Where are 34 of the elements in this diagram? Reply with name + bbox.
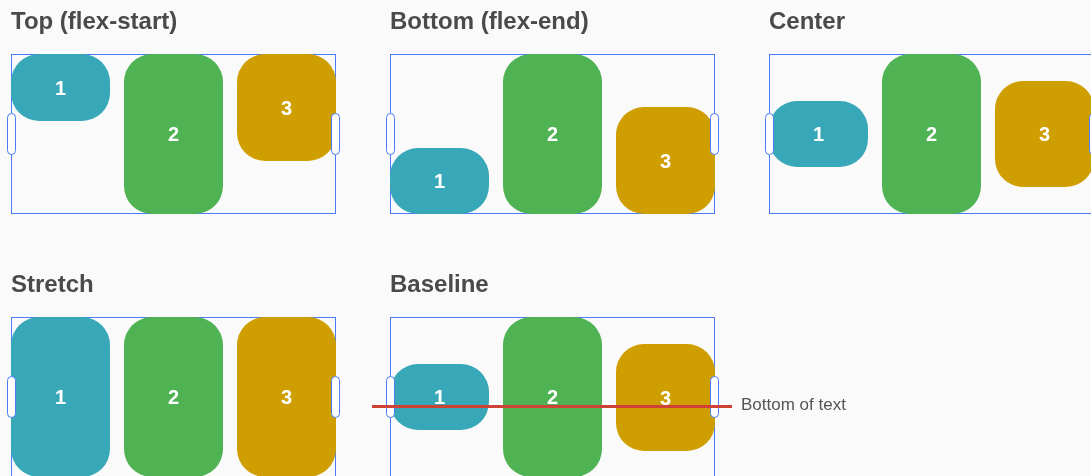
flex-item (390, 148, 489, 214)
item-number: 1 (433, 385, 446, 410)
item-number: 1 (54, 75, 67, 101)
item-number: 2 (546, 385, 559, 410)
item-number: 1 (812, 122, 825, 147)
heading: Center (769, 6, 846, 36)
flex-item (124, 54, 223, 214)
flex-item (882, 54, 981, 214)
heading: Top (flex-start) (11, 6, 178, 36)
item-number: 2 (167, 385, 180, 410)
flex-item (11, 317, 110, 476)
heading: Bottom (flex-end) (390, 6, 589, 36)
heading: Baseline (390, 269, 489, 299)
flex-item (124, 317, 223, 476)
item-number: 3 (659, 148, 672, 174)
item-number: 1 (433, 169, 446, 194)
heading: Stretch (11, 269, 94, 299)
flex-item (616, 107, 715, 214)
item-number: 3 (1038, 122, 1051, 147)
annotation-label: Bottom of text (741, 395, 846, 415)
item-number: 2 (167, 122, 180, 147)
item-number: 3 (280, 95, 293, 121)
flex-item (616, 344, 715, 451)
flex-item (237, 54, 336, 161)
item-number: 3 (659, 385, 672, 411)
flex-item (995, 81, 1091, 187)
item-number: 1 (54, 385, 67, 410)
item-number: 2 (925, 122, 938, 147)
item-number: 2 (546, 122, 559, 147)
flex-item (11, 54, 110, 121)
flex-item (503, 54, 602, 214)
flex-item (503, 317, 602, 476)
item-number: 3 (280, 385, 293, 410)
flex-item (237, 317, 336, 476)
